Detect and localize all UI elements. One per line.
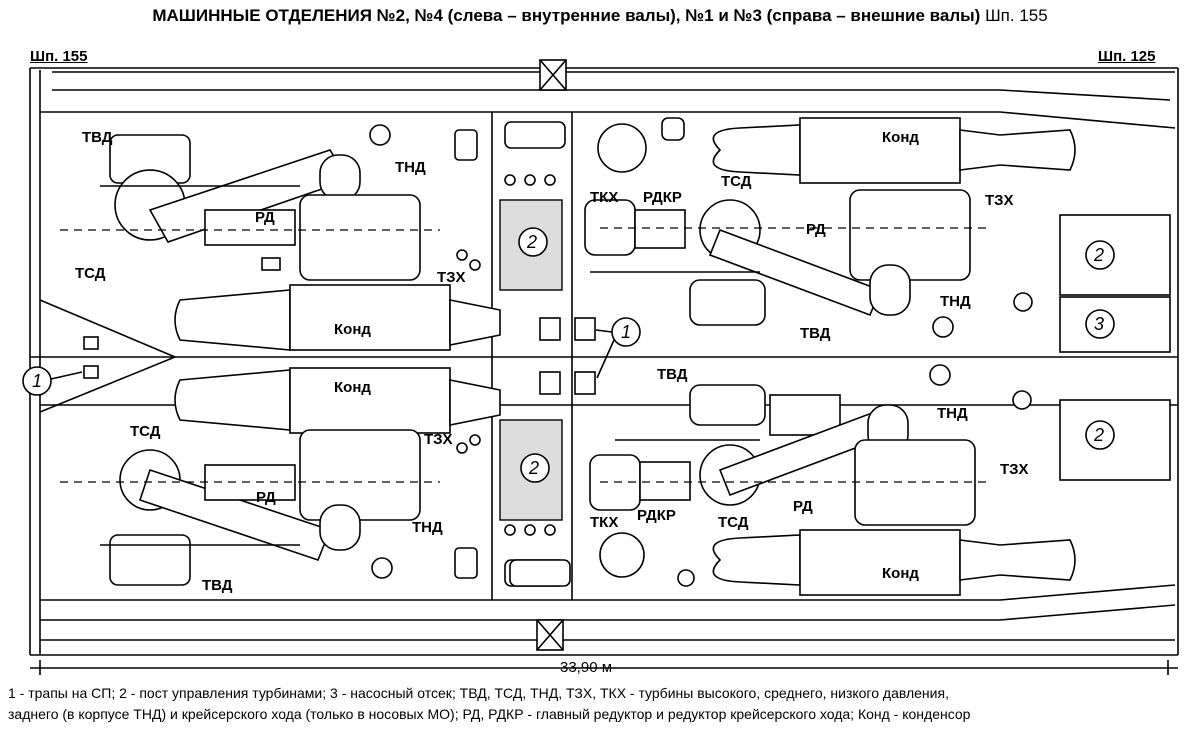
engine-unit-lower-right: [509, 364, 1076, 596]
svg-text:2: 2: [528, 458, 539, 478]
label-rdkr: РДКР: [637, 507, 676, 524]
label-kond: Конд: [334, 379, 371, 396]
marker-3-right: 3: [1085, 309, 1115, 339]
label-tnd: ТНД: [937, 405, 968, 422]
label-tsd: ТСД: [721, 173, 752, 190]
legend-line-1: 1 - трапы на СП; 2 - пост управления тур…: [8, 685, 949, 701]
label-tkh: ТКХ: [590, 189, 618, 206]
legend-line-2: заднего (в корпусе ТНД) и крейсерского х…: [8, 706, 971, 722]
title-frame: Шп. 155: [985, 6, 1048, 25]
marker-1-center: 1: [595, 317, 641, 379]
svg-text:2: 2: [526, 232, 537, 252]
label-rd: РД: [256, 489, 276, 506]
hatch-box-top: [539, 59, 567, 91]
svg-text:2: 2: [1093, 425, 1104, 445]
frame-label-left: Шп. 155: [30, 48, 88, 65]
legend: 1 - трапы на СП; 2 - пост управления тур…: [8, 683, 1196, 725]
svg-text:2: 2: [1093, 245, 1104, 265]
label-tzh: ТЗХ: [985, 192, 1014, 209]
label-tzh: ТЗХ: [424, 431, 453, 448]
ladder-mark: [83, 365, 99, 379]
label-tsd: ТСД: [718, 514, 749, 531]
label-tnd: ТНД: [940, 293, 971, 310]
label-rd: РД: [793, 498, 813, 515]
label-tvd: ТВД: [82, 129, 113, 146]
marker-2-right-lower: 2: [1085, 420, 1115, 450]
label-tsd: ТСД: [75, 265, 106, 282]
label-tvd: ТВД: [800, 325, 831, 342]
label-tnd: ТНД: [395, 159, 426, 176]
central-control-column: [491, 112, 596, 600]
title-main: МАШИННЫЕ ОТДЕЛЕНИЯ №2, №4 (слева – внутр…: [152, 6, 981, 25]
ladder-mark: [83, 336, 99, 350]
svg-text:3: 3: [1094, 314, 1104, 334]
label-rd: РД: [806, 221, 826, 238]
bow-wedge: [39, 299, 178, 413]
engine-unit-upper-right: [584, 117, 1076, 338]
marker-2-right-upper: 2: [1085, 240, 1115, 270]
frame-label-right: Шп. 125: [1098, 48, 1156, 65]
label-tkh: ТКХ: [590, 514, 618, 531]
label-tvd: ТВД: [202, 577, 233, 594]
svg-text:1: 1: [32, 371, 42, 391]
label-kond: Конд: [882, 565, 919, 582]
marker-2-left-lower: 2: [520, 453, 550, 483]
label-tsd: ТСД: [130, 423, 161, 440]
label-tzh: ТЗХ: [1000, 461, 1029, 478]
svg-text:1: 1: [621, 322, 631, 342]
label-kond: Конд: [882, 129, 919, 146]
hatch-box-bottom: [536, 619, 564, 651]
marker-1-left: 1: [22, 366, 83, 396]
label-rdkr: РДКР: [643, 189, 682, 206]
label-tnd: ТНД: [412, 519, 443, 536]
label-kond: Конд: [334, 321, 371, 338]
label-rd: РД: [255, 209, 275, 226]
label-tzh: ТЗХ: [437, 269, 466, 286]
label-tvd: ТВД: [657, 366, 688, 383]
page-title: МАШИННЫЕ ОТДЕЛЕНИЯ №2, №4 (слева – внутр…: [0, 6, 1200, 26]
marker-2-left-upper: 2: [518, 227, 548, 257]
dimension-label: 33,90 м: [560, 659, 612, 676]
engine-unit-upper-left: [60, 124, 501, 351]
right-control-boxes: [1059, 214, 1171, 481]
engine-unit-lower-left: [60, 367, 501, 586]
